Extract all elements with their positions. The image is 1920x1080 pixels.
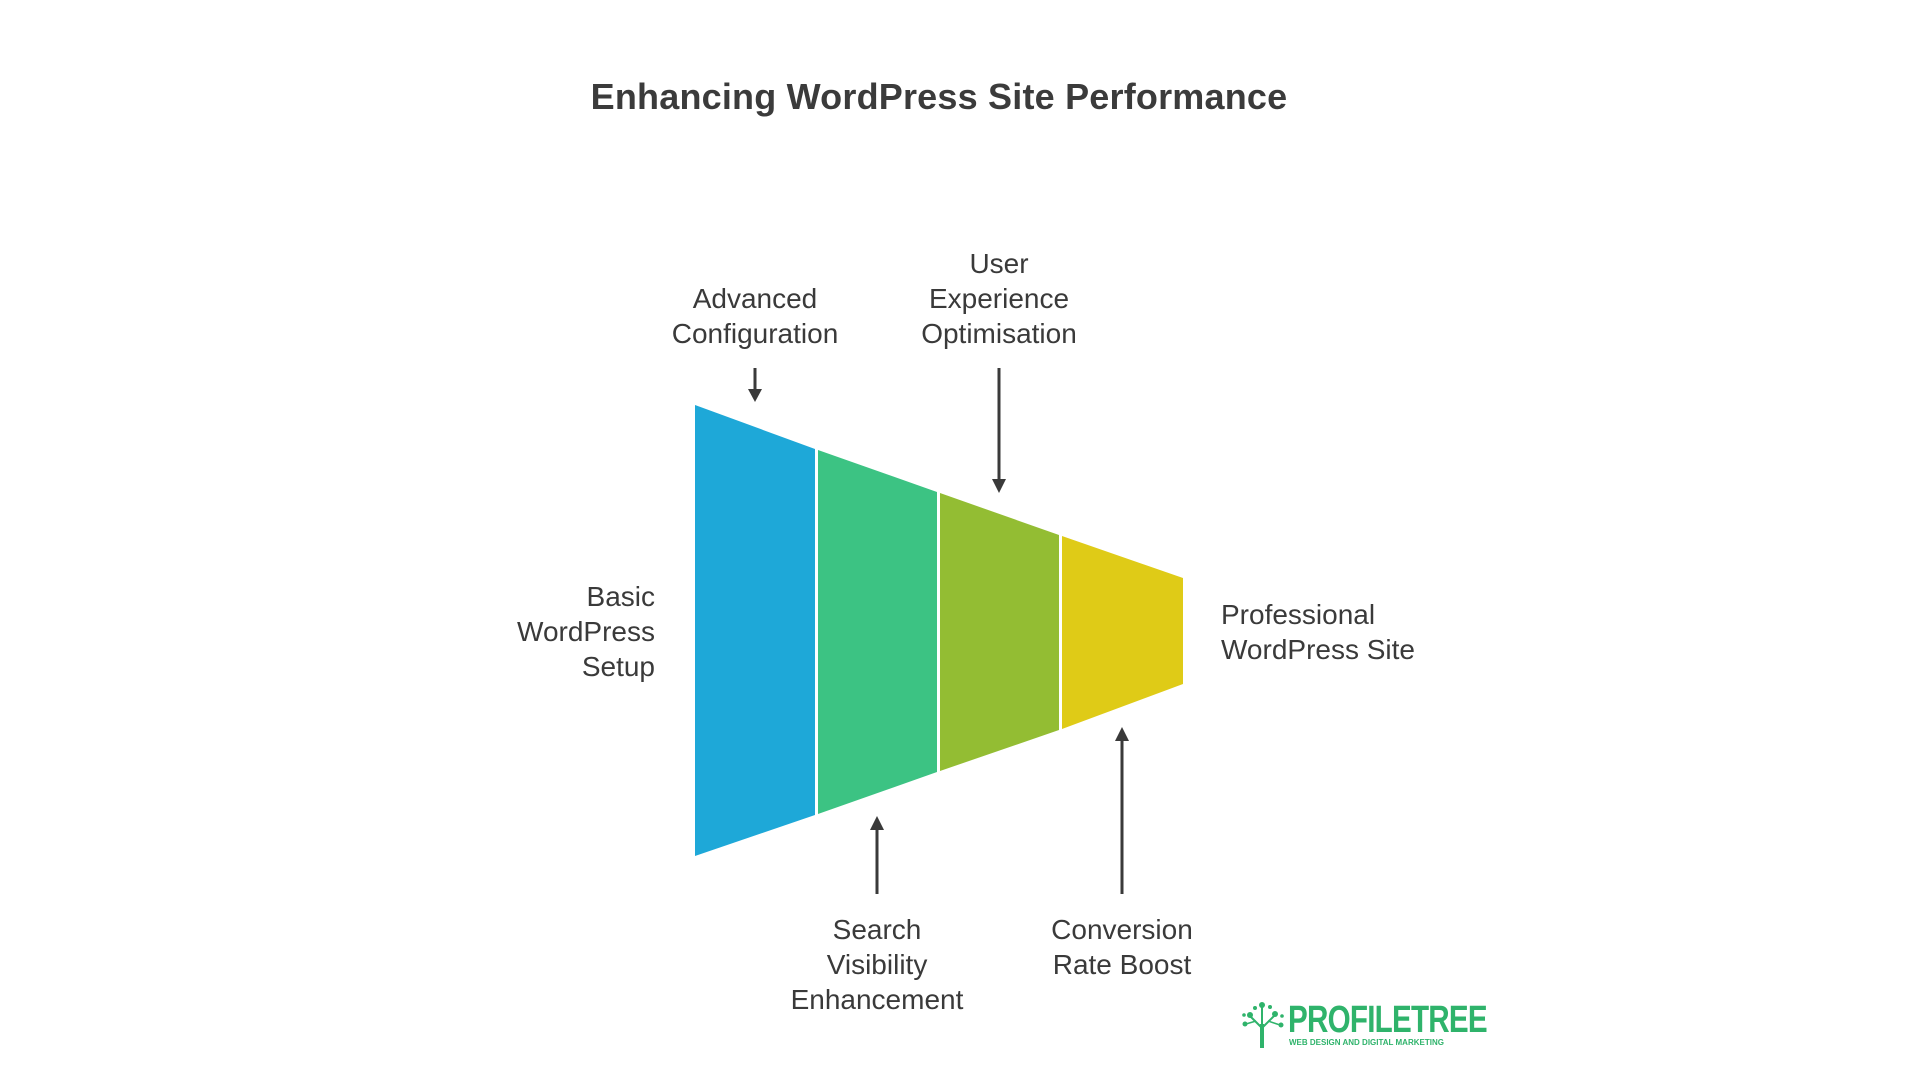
arrow-user-experience <box>992 368 1006 493</box>
segment-basic-setup <box>695 405 815 856</box>
label-conversion-rate: Conversion Rate Boost <box>1051 914 1193 980</box>
tree-icon <box>1242 1002 1284 1048</box>
profiletree-logo: PROFILETREE WEB DESIGN AND DIGITAL MARKE… <box>1240 1000 1488 1048</box>
arrow-search-visibility <box>870 816 884 894</box>
segment-user-experience <box>940 493 1059 771</box>
label-advanced-configuration: Advanced Configuration <box>671 283 839 349</box>
diagram-title: Enhancing WordPress Site Performance <box>590 76 1288 117</box>
logo-wordmark: PROFILETREE <box>1288 999 1488 1041</box>
segment-search-visibility <box>818 450 937 814</box>
label-user-experience: User Experience Optimisation <box>921 248 1077 349</box>
arrow-conversion-rate <box>1115 727 1129 894</box>
label-professional-site: Professional WordPress Site <box>1221 599 1415 665</box>
logo-tagline: WEB DESIGN AND DIGITAL MARKETING <box>1289 1038 1444 1047</box>
label-search-visibility: Search Visibility Enhancement <box>790 914 964 1015</box>
label-basic-setup: Basic WordPress Setup <box>517 581 655 682</box>
arrow-advanced-configuration <box>748 368 762 402</box>
segment-conversion-boost <box>1062 536 1183 729</box>
